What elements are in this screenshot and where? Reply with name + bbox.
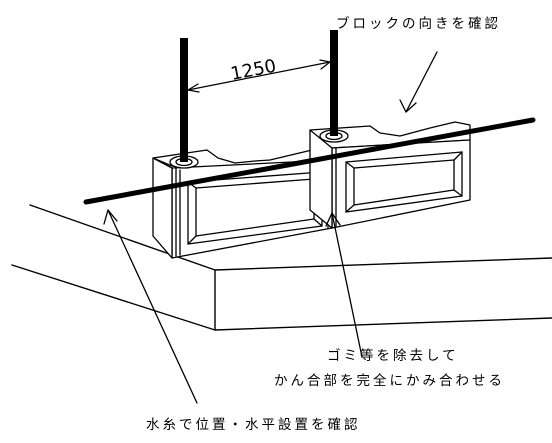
level-string [83, 117, 536, 205]
clean-instruction-line2: かん合部を完全にかみ合わせる [274, 372, 505, 389]
level-check-label: 水糸で位置・水平設置を確認 [146, 417, 361, 433]
clean-instruction-line1: ゴミ等を除去して [327, 347, 459, 364]
spacing-dimension [187, 59, 331, 93]
leader-lines [103, 51, 438, 404]
foundation-slab [11, 204, 552, 331]
spacing-dimension-label: 1250 [229, 56, 278, 85]
block-direction-label: ブロックの向きを確認 [336, 15, 501, 32]
right-block [309, 121, 471, 229]
anchor-rods [180, 30, 338, 162]
